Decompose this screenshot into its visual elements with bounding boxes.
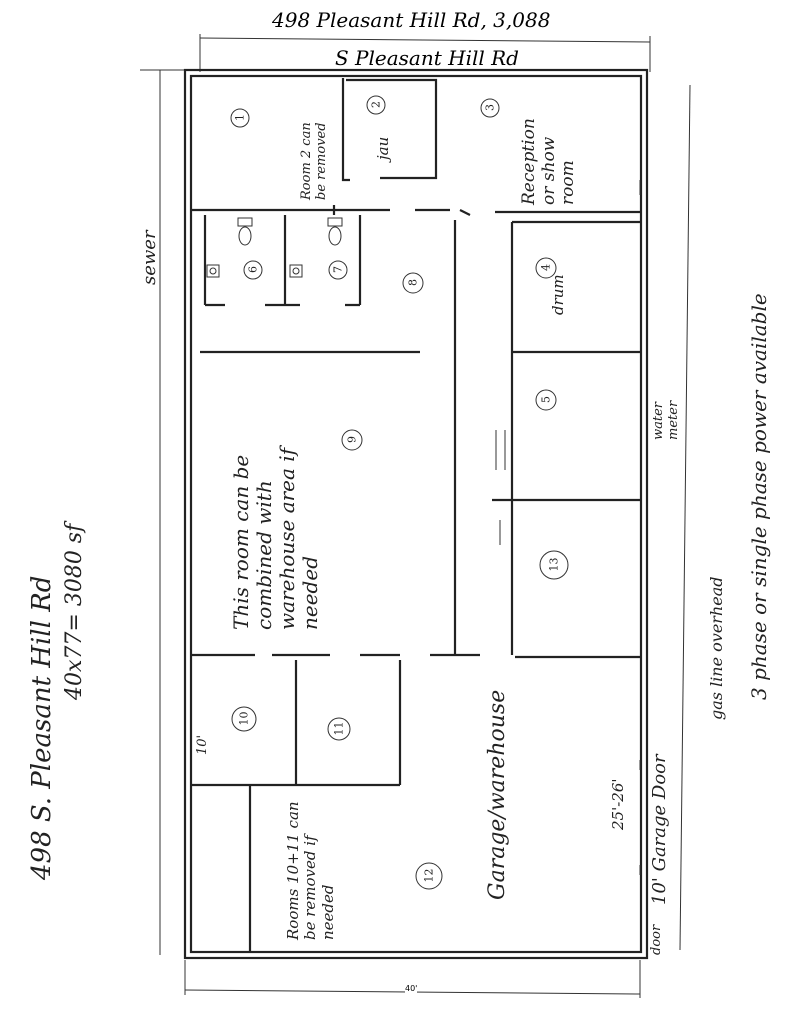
room-3-note: Reception or show room [519,118,579,205]
room-2-number: 2 [369,101,383,108]
room-7-number: 7 [331,266,345,273]
room-11-number: 11 [332,721,346,736]
water-meter-label: water meter [651,400,681,440]
sewer-label: sewer [139,230,160,285]
room-5-number: 5 [539,396,553,403]
area-label: 40x77= 3080 sf [62,523,87,700]
room-4-note: drum [549,274,567,315]
garage-warehouse-label: Garage/warehouse [485,689,510,900]
room-9-note: This room can be combined with warehouse… [229,447,322,630]
room-12-number: 12 [422,868,436,883]
room10-dimension: 10' [195,734,210,755]
room-3-number: 3 [483,104,497,111]
room-9-number: 9 [345,436,359,443]
room-number-circles [230,95,569,890]
door-label: door [649,924,664,955]
room-2-note: Room 2 can be removed [299,122,329,200]
room-8-number: 8 [406,279,420,286]
exterior-walls [183,68,649,960]
top-address-label: 498 Pleasant Hill Rd, 3,088 [272,8,551,32]
street-label: S Pleasant Hill Rd [335,46,519,70]
power-label: 3 phase or single phase power available [747,293,771,700]
interior-walls [191,78,641,952]
garage-door-label: 10' Garage Door [649,754,670,905]
rooms-10-11-note: Rooms 10+11 can be removed if needed [284,801,337,940]
bottom-dimension: 40' [405,984,418,993]
garage-dimension: 25'-26' [609,778,627,831]
address-side-label: 498 S. Pleasant Hill Rd [27,575,57,880]
room-10-number: 10 [237,711,251,726]
room-13-number: 13 [547,557,561,572]
room-6-number: 6 [246,266,260,273]
room-2-extra: jau [374,136,392,160]
gas-line-label: gas line overhead [707,576,726,720]
toilet-icons [206,217,343,278]
room-1-number: 1 [233,114,247,121]
